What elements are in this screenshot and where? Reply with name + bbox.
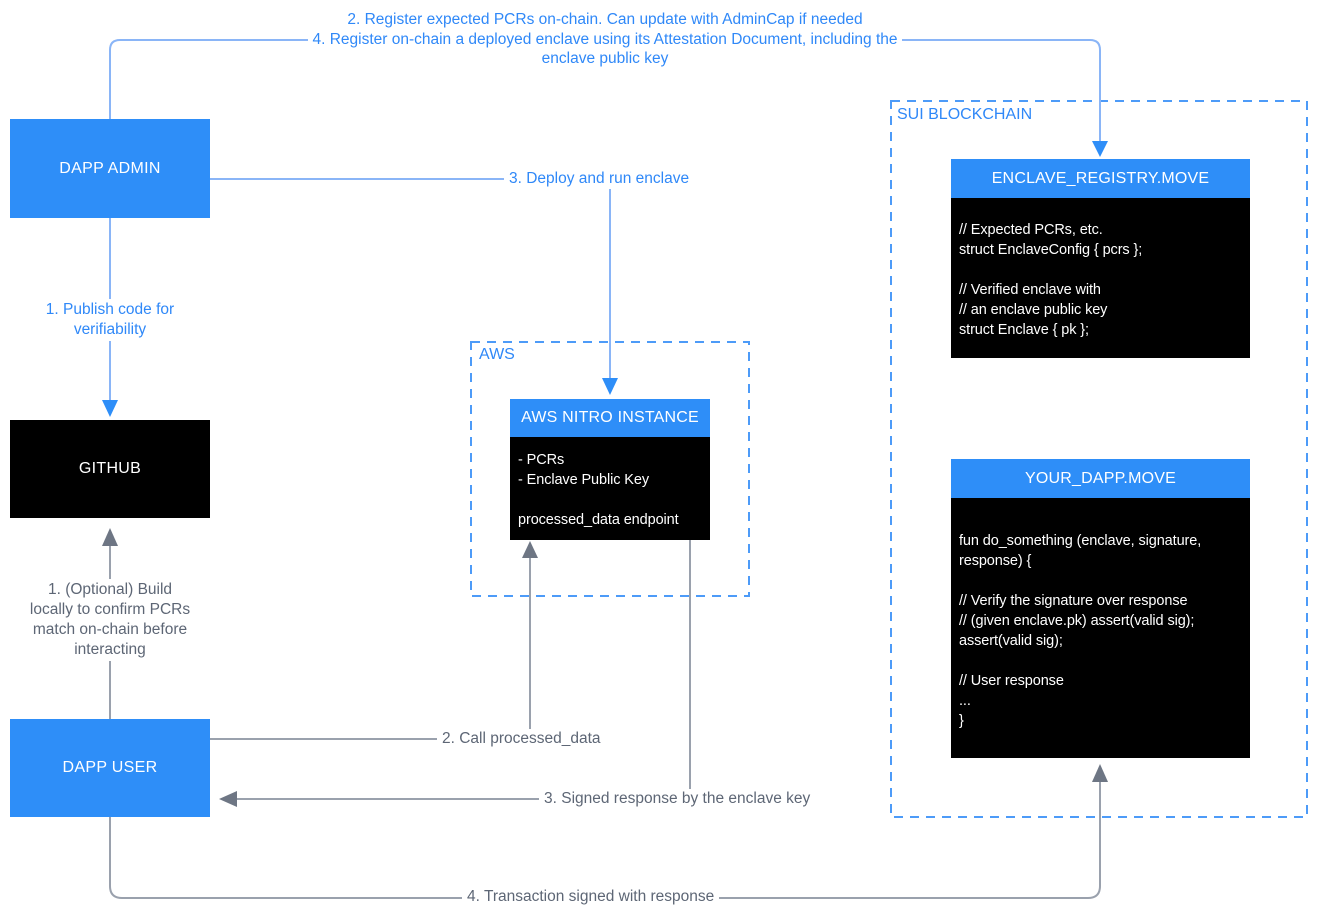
dapp-user-label: DAPP USER — [62, 759, 158, 776]
github-node: GITHUB — [10, 420, 210, 518]
edge-nitro-to-user — [237, 540, 691, 800]
arrowhead-into-github — [102, 400, 118, 417]
aws-group-label: AWS — [479, 346, 515, 363]
edge-label-publish-code: 1. Publish code for verifiability — [10, 299, 210, 341]
edge-label-call-processed-data: 2. Call processed_data — [437, 729, 606, 749]
arrowhead-into-user — [219, 791, 237, 807]
aws-group-border — [470, 341, 750, 597]
edge-admin-to-nitro — [210, 178, 611, 379]
your-dapp-code: fun do_something (enclave, signature, re… — [951, 498, 1250, 758]
github-label: GITHUB — [78, 460, 142, 477]
arrowhead-into-dapp-move — [1092, 764, 1108, 782]
aws-nitro-title: AWS NITRO INSTANCE — [510, 399, 710, 437]
arrowhead-user-into-nitro — [522, 541, 538, 558]
enclave-registry-code: // Expected PCRs, etc. struct EnclaveCon… — [951, 198, 1250, 358]
top-flow-label-line1: 2. Register expected PCRs on-chain. Can … — [343, 10, 867, 30]
edge-label-signed-response: 3. Signed response by the enclave key — [539, 789, 816, 809]
dapp-admin-label: DAPP ADMIN — [59, 159, 161, 177]
edge-label-transaction-signed: 4. Transaction signed with response — [462, 887, 720, 907]
dapp-admin-node: DAPP ADMIN — [10, 119, 210, 218]
your-dapp-title: YOUR_DAPP.MOVE — [951, 459, 1250, 498]
top-flow-label-line3: enclave public key — [537, 49, 673, 69]
top-flow-label-line2: 4. Register on-chain a deployed enclave … — [308, 29, 902, 49]
edge-label-deploy-enclave: 3. Deploy and run enclave — [504, 169, 695, 189]
dapp-user-node: DAPP USER — [10, 719, 210, 817]
aws-nitro-body: - PCRs - Enclave Public Key processed_da… — [510, 437, 710, 540]
enclave-registry-title: ENCLAVE_REGISTRY.MOVE — [951, 159, 1250, 198]
edge-label-optional-build: 1. (Optional) Build locally to confirm P… — [10, 579, 210, 661]
sui-blockchain-group-label: SUI BLOCKCHAIN — [897, 106, 1033, 123]
top-flow-label: 2. Register expected PCRs on-chain. Can … — [150, 10, 1060, 69]
arrowhead-into-registry — [1092, 141, 1108, 157]
arrowhead-into-nitro — [602, 378, 618, 395]
arrowhead-user-into-github — [102, 528, 118, 546]
edge-user-to-nitro — [210, 558, 531, 740]
